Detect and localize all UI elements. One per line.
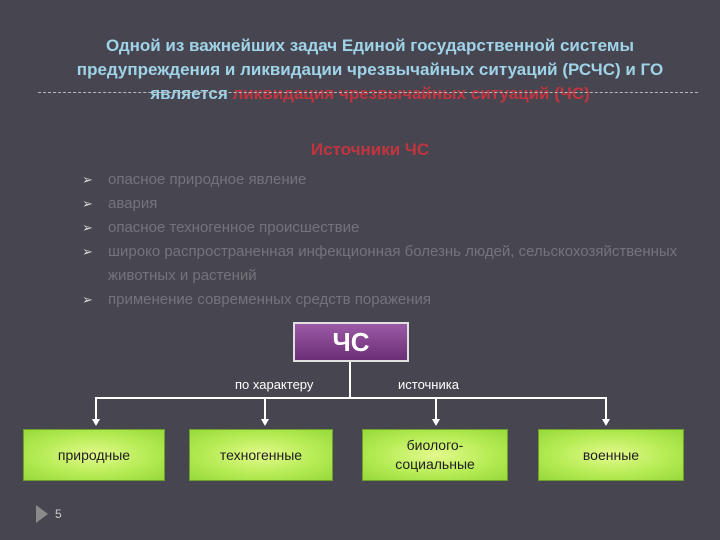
list-item: ➢применение современных средств поражени… bbox=[82, 288, 682, 312]
category-biosocial: биолого-социальные bbox=[362, 429, 508, 481]
list-item: ➢опасное техногенное происшествие bbox=[82, 216, 682, 240]
sources-list: ➢опасное природное явление ➢авария ➢опас… bbox=[82, 168, 682, 312]
arrow-down-icon bbox=[92, 419, 100, 426]
connector-drop-4 bbox=[605, 397, 607, 419]
arrow-down-icon bbox=[261, 419, 269, 426]
arrow-bullet-icon: ➢ bbox=[82, 220, 93, 235]
connector-drop-1 bbox=[95, 397, 97, 419]
category-military: военные bbox=[538, 429, 684, 481]
slide-title: Одной из важнейших задач Единой государс… bbox=[60, 34, 680, 106]
connector-vertical-root bbox=[349, 362, 351, 399]
play-icon[interactable] bbox=[36, 505, 48, 523]
sources-heading: Источники ЧС bbox=[310, 140, 430, 159]
category-biosocial-label: биолого-социальные bbox=[395, 437, 475, 472]
connector-drop-3 bbox=[435, 397, 437, 419]
root-node-cs: ЧС bbox=[293, 322, 409, 362]
arrow-bullet-icon: ➢ bbox=[82, 292, 93, 307]
arrow-down-icon bbox=[432, 419, 440, 426]
category-technogenic: техногенные bbox=[189, 429, 333, 481]
category-natural: природные bbox=[23, 429, 165, 481]
label-source: источника bbox=[398, 377, 459, 392]
slide-title-highlight: ликвидация чрезвычайных ситуаций (ЧС) bbox=[232, 84, 590, 103]
list-item: ➢авария bbox=[82, 192, 682, 216]
connector-drop-2 bbox=[264, 397, 266, 419]
list-item: ➢широко распространенная инфекционная бо… bbox=[82, 240, 682, 288]
arrow-bullet-icon: ➢ bbox=[82, 172, 93, 187]
connector-horizontal bbox=[95, 397, 607, 399]
slide-number: 5 bbox=[55, 507, 62, 521]
arrow-bullet-icon: ➢ bbox=[82, 196, 93, 211]
arrow-bullet-icon: ➢ bbox=[82, 244, 93, 259]
title-divider bbox=[38, 92, 698, 93]
label-by-nature: по характеру bbox=[235, 377, 314, 392]
arrow-down-icon bbox=[602, 419, 610, 426]
slide-title-main: Одной из важнейших задач Единой государс… bbox=[76, 36, 664, 103]
list-item: ➢опасное природное явление bbox=[82, 168, 682, 192]
